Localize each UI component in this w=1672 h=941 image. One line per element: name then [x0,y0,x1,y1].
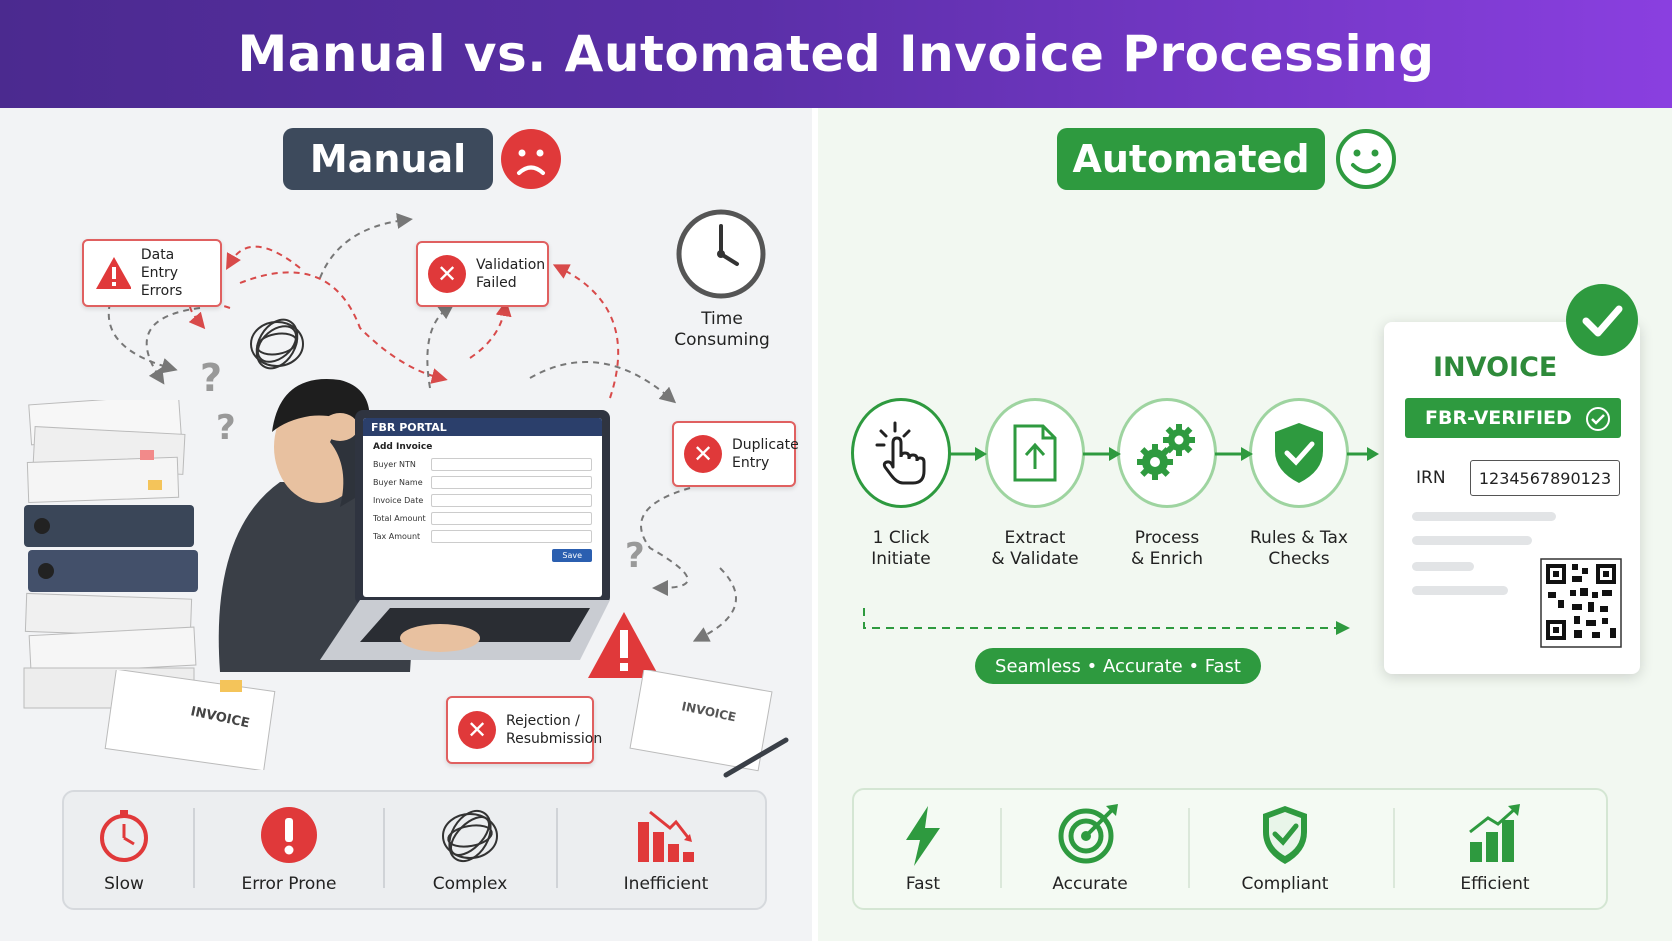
laptop-illustration: FBR PORTAL Add Invoice Buyer NTN Buyer N… [355,410,610,605]
portal-save-button[interactable]: Save [552,549,592,562]
step-label-process: Process & Enrich [1130,528,1203,569]
lightning-bolt-icon [906,806,940,866]
question-mark-icon: ? [216,408,236,448]
trait-inefficient: Inefficient [623,874,709,894]
tagline-pill: Seamless • Accurate • Fast [975,648,1261,684]
data-entry-line1: Data Entry [140,247,179,281]
shield-check-icon [1263,806,1307,864]
manual-traits-bar [62,790,767,910]
step-rules [1249,398,1349,508]
x-icon: ✕ [684,435,722,473]
portal-section-title: Add Invoice [373,442,433,452]
declining-chart-icon [638,810,694,862]
tax-amount-field[interactable] [431,530,592,543]
x-icon: ✕ [458,711,496,749]
rejection-line2: Resubmission [506,731,603,747]
exclamation-icon [261,807,317,863]
buyer-ntn-field[interactable] [431,458,592,471]
irn-label: IRN [1416,468,1446,488]
x-icon: ✕ [428,255,466,293]
total-amount-field[interactable] [431,512,592,525]
step-label-initiate: 1 Click Initiate [871,528,931,569]
step-label-rules: Rules & Tax Checks [1250,528,1348,569]
laptop-keyboard-illustration [320,600,610,660]
target-icon [1058,804,1118,864]
warning-icon [588,612,660,678]
trait-accurate: Accurate [1052,874,1128,894]
clock-icon [676,209,766,299]
tangle-icon [250,318,304,370]
check-circle-icon [1586,407,1610,431]
invoice-paper-illustration: INVOICE [104,670,276,770]
portal-title: FBR PORTAL [371,420,447,434]
fbr-portal-screen: FBR PORTAL Add Invoice Buyer NTN Buyer N… [363,418,602,597]
page-title: Manual vs. Automated Invoice Processing [237,25,1435,83]
trait-complex: Complex [432,874,508,894]
validation-line1: Validation [476,257,546,273]
hand-click-icon [875,421,926,485]
validation-line2: Failed [476,275,517,291]
header-banner: Manual vs. Automated Invoice Processing [0,0,1672,108]
growth-chart-icon [1469,804,1520,862]
gears-icon [1137,424,1195,480]
data-entry-errors-callout: Data Entry Errors [82,239,222,307]
document-upload-icon [1013,424,1057,482]
irn-value: 1234567890123 [1470,460,1620,496]
fbr-verified-label: FBR-VERIFIED [1425,407,1572,429]
trait-error-prone: Error Prone [241,874,337,894]
step-initiate [851,398,951,508]
stopwatch-icon [100,810,148,862]
trait-fast: Fast [905,874,941,894]
paper-stack-illustration [23,400,198,709]
invoice-heading: INVOICE [1433,352,1558,383]
step-process [1117,398,1217,508]
manual-label: Manual [283,128,493,190]
trait-compliant: Compliant [1241,874,1329,894]
fbr-verified-bar: FBR-VERIFIED [1405,398,1621,438]
qr-code-icon [1540,558,1622,648]
trait-efficient: Efficient [1460,874,1530,894]
panel-divider [812,108,818,941]
rejection-line1: Rejection / [506,713,580,729]
rejection-callout: ✕ Rejection / Resubmission [446,696,602,764]
validation-failed-callout: ✕ Validation Failed [416,241,549,307]
duplicate-line1: Duplicate [732,437,799,453]
sad-face-icon [501,129,561,189]
automated-label: Automated [1057,128,1325,190]
step-arrows [949,447,1379,461]
flow-dashed-arrow [863,608,1350,635]
duplicate-entry-callout: ✕ Duplicate Entry [672,421,799,487]
question-mark-icon: ? [625,536,645,576]
step-label-extract: Extract & Validate [991,528,1079,569]
complex-tangle-icon [442,809,498,863]
time-consuming-label: Time Consuming [674,309,770,350]
smiley-face-icon [1336,129,1396,189]
checkmark-badge-icon [1566,284,1638,356]
data-entry-line2: Errors [140,283,183,299]
invoice-date-field[interactable] [431,494,592,507]
warning-icon [96,257,131,289]
trait-slow: Slow [104,874,144,894]
duplicate-line2: Entry [732,455,770,471]
invoice-paper-illustration: INVOICE [629,670,789,778]
shield-check-icon [1275,423,1323,483]
buyer-name-field[interactable] [431,476,592,489]
question-mark-icon: ? [200,356,223,400]
